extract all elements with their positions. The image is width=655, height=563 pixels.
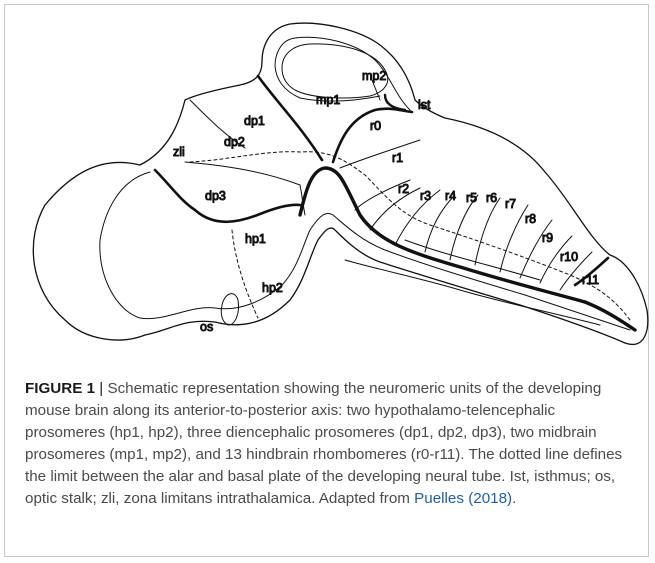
caption-separator: | <box>95 380 107 397</box>
boundary-mp-dp <box>258 76 322 160</box>
optic-stalk <box>221 294 238 325</box>
caption-end: . <box>512 490 516 507</box>
figure-label: FIGURE 1 <box>25 380 95 397</box>
label-r10: r10 <box>560 250 578 264</box>
label-hp2: hp2 <box>262 281 283 295</box>
label-r9: r9 <box>542 231 553 245</box>
brain-schematic: mp2 mp1 dp1 r0 lst zli dp2 r1 r2 r3 r4 r… <box>0 0 655 380</box>
label-r5: r5 <box>466 191 477 205</box>
label-hp1: hp1 <box>245 232 266 246</box>
label-r6: r6 <box>486 191 497 205</box>
label-dp2: dp2 <box>224 135 245 149</box>
label-mp2: mp2 <box>362 69 386 83</box>
reference-link[interactable]: Puelles (2018) <box>414 490 512 507</box>
segment-lines <box>185 100 600 325</box>
label-r1: r1 <box>392 151 403 165</box>
label-r3: r3 <box>420 189 431 203</box>
label-dp1: dp1 <box>244 114 265 128</box>
label-r7: r7 <box>505 197 516 211</box>
label-r11: r11 <box>582 273 599 287</box>
floor-plate-tail <box>585 302 635 330</box>
figure-caption: FIGURE 1 | Schematic representation show… <box>25 378 625 510</box>
label-dp3: dp3 <box>205 189 226 203</box>
label-r2: r2 <box>398 182 409 196</box>
label-r0: r0 <box>370 119 381 133</box>
label-zli: zli <box>173 145 185 159</box>
label-r8: r8 <box>525 212 536 226</box>
label-mp1: mp1 <box>316 93 340 107</box>
label-r4: r4 <box>445 189 456 203</box>
label-os: os <box>200 320 213 334</box>
caption-text: Schematic representation showing the neu… <box>25 380 622 507</box>
outer-contour <box>33 23 648 344</box>
label-lst: lst <box>418 98 431 112</box>
